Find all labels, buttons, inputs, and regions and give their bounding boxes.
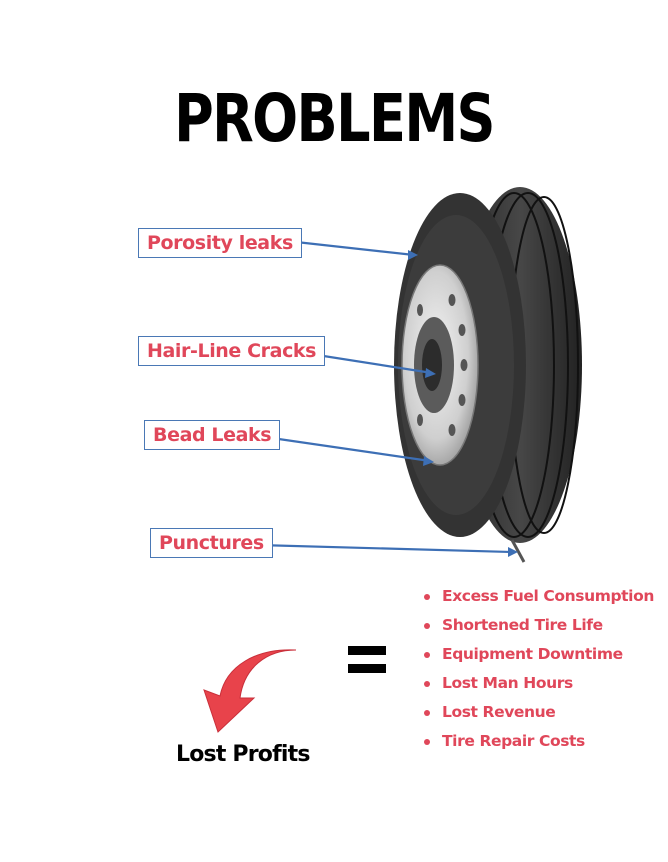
list-item: Shortened Tire Life	[422, 614, 662, 637]
label-punctures: Punctures	[150, 528, 273, 558]
nail-icon	[510, 539, 526, 563]
consequences-list: Excess Fuel Consumption Shortened Tire L…	[422, 585, 662, 759]
list-item: Excess Fuel Consumption	[422, 585, 662, 608]
label-bead-leaks: Bead Leaks	[144, 420, 281, 450]
list-item: Lost Man Hours	[422, 672, 662, 695]
list-item: Equipment Downtime	[422, 643, 662, 666]
page-title: PROBLEMS	[174, 80, 495, 157]
label-porosity-leaks: Porosity leaks	[138, 228, 302, 258]
lug-holes	[417, 294, 468, 436]
label-hairline-cracks: Hair-Line Cracks	[138, 336, 326, 366]
lost-profits-label: Lost Profits	[176, 742, 310, 767]
list-item: Lost Revenue	[422, 701, 662, 724]
list-item: Tire Repair Costs	[422, 730, 662, 753]
equals-sign-icon	[348, 646, 386, 682]
curved-arrow-down-left-icon	[203, 649, 297, 733]
wheel-hub-center	[422, 339, 442, 391]
